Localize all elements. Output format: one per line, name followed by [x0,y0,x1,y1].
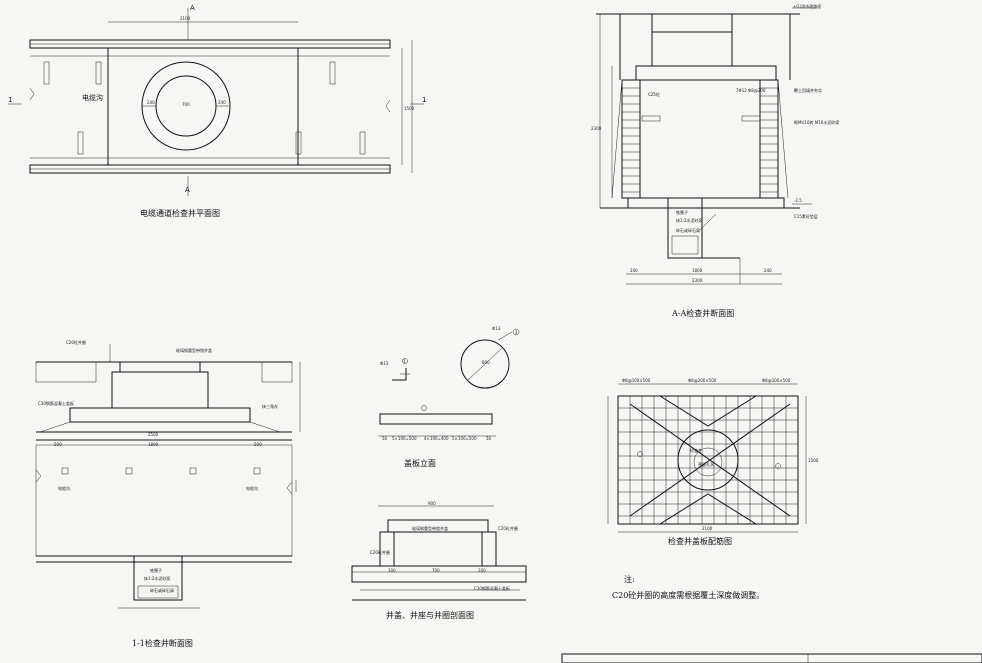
ring-cover-label: 玻璃钢重型带锁井盖 [412,525,448,531]
note-title: 注: [624,574,635,584]
plan-trench-label: 电缆沟 [82,93,103,102]
cover-dims-0: 50 [382,436,388,441]
aa-dim-bottom: 2300 [692,278,703,283]
rebar-center-label: 检查井 [690,447,702,453]
plan-view [8,8,424,196]
s11-slab-label: C30钢筋混凝土盖板 [38,400,74,406]
note-text: C20砼井圈的高度需根据覆土深度做调整。 [612,590,764,600]
s11-dim-left: 500 [54,442,62,447]
cover-num-1: 1 [403,359,406,364]
plan-dim-total: 2100 [180,16,191,21]
cover-dims-1: 5×100=500 [392,436,417,441]
rebar-inner-label: 预留孔洞 [698,461,714,467]
plan-dim-opening: 700 [182,102,190,107]
aa-pit-small: 抹1:2水泥砂浆 [676,217,702,223]
s11-cover-label: 玻璃钢重型带锁井盖 [176,347,212,353]
cover-detail [378,328,520,437]
aa-brick-label: 砌MU10砖 M10水泥砂浆 [794,119,839,125]
aa-backfill-label: 覆土回填并夯实 [794,87,822,93]
s11-pit-label-1: 铁篦子 [150,567,162,573]
s11-chamfer-label: 抹三角灰 [262,403,278,409]
plan-dim-height: 1500 [404,106,415,111]
cover-phi-label: Φ13 [492,326,501,331]
aa-c25-label: C25砼 [648,91,660,97]
ring-dim-1: 700 [432,568,440,573]
aa-dim-mid: 1800 [692,268,703,273]
cover-dims-4: 50 [486,436,492,441]
rebar-caption: 检查井盖板配筋图 [668,536,732,546]
aa-elev-label: -2.5 [794,198,802,203]
plan-section-mark-top: A [190,4,195,12]
aa-ground-label: ±0.00市政路面 [793,3,821,9]
cover-dims-3: 5×100=500 [452,436,477,441]
aa-caption: A-A检查井断面图 [671,308,734,318]
cover-elevation-caption: 盖板立面 [404,458,436,468]
plan-dim-side-left: 240 [147,100,155,105]
ring-ring-label-l: C20砼井圈 [370,549,390,555]
section-11 [35,344,301,609]
rebar-top-dim-0: Φ8@100×500 [622,378,651,383]
s11-pit-small: 抹1:2水泥砂浆 [144,575,170,581]
cover-phi-label-2: Φ13 [380,361,389,366]
aa-rebar-label: 7Φ12 Φ8@200 [736,88,766,93]
plan-section-mark-left: 1 [8,96,12,104]
plan-caption: 电缆通道检查井平面图 [140,208,220,218]
ring-caption: 井盖、井座与井圈剖面图 [386,610,474,620]
rebar-top-dim-2: Φ8@100×500 [762,378,791,383]
s11-trench-left: 电缆沟 [58,485,70,491]
aa-dim-right: 240 [764,268,772,273]
plan-section-mark-bottom: A [185,186,190,194]
aa-pit-label-2: 碎石或碎石屑 [676,227,700,233]
s11-dim-right: 500 [254,442,262,447]
rebar-top-dim-1: Φ8@200×500 [688,378,717,383]
ring-ring-label-r: C20砼井圈 [498,525,518,531]
s11-caption: 1-1检查井断面图 [132,638,193,648]
rebar-dim-bottom: 2100 [702,526,713,531]
ring-slab-label: C30钢筋混凝土盖板 [474,585,510,591]
ring-dim-2: 100 [478,568,486,573]
aa-section [596,7,816,285]
ring-dim-top: 900 [428,501,436,506]
aa-dim-height: 2300 [591,126,602,131]
aa-pit-label-1: 铁篦子 [676,209,688,215]
plan-dim-side-right: 240 [218,100,226,105]
s11-trench-right: 电缆沟 [246,485,258,491]
s11-pit-label-2: 碎石或碎石屑 [150,587,174,593]
ring-detail [351,505,527,601]
cover-dim-d: 800 [482,360,490,365]
plan-section-mark-right: 1 [422,96,426,104]
s11-dim-top: 2500 [148,432,159,437]
title-block-edge [561,653,982,663]
rebar-plan [607,383,807,533]
s11-ring-label: C20砼井圈 [66,339,86,345]
aa-cushion-label: C15素砼垫层 [794,213,818,219]
aa-dim-left: 240 [630,268,638,273]
cover-num-2: 2 [515,330,518,335]
s11-dim-mid: 1800 [148,442,159,447]
ring-dim-0: 100 [388,568,396,573]
cover-dims-2: 4×100=400 [424,436,449,441]
rebar-dim-right: 1500 [808,458,819,463]
